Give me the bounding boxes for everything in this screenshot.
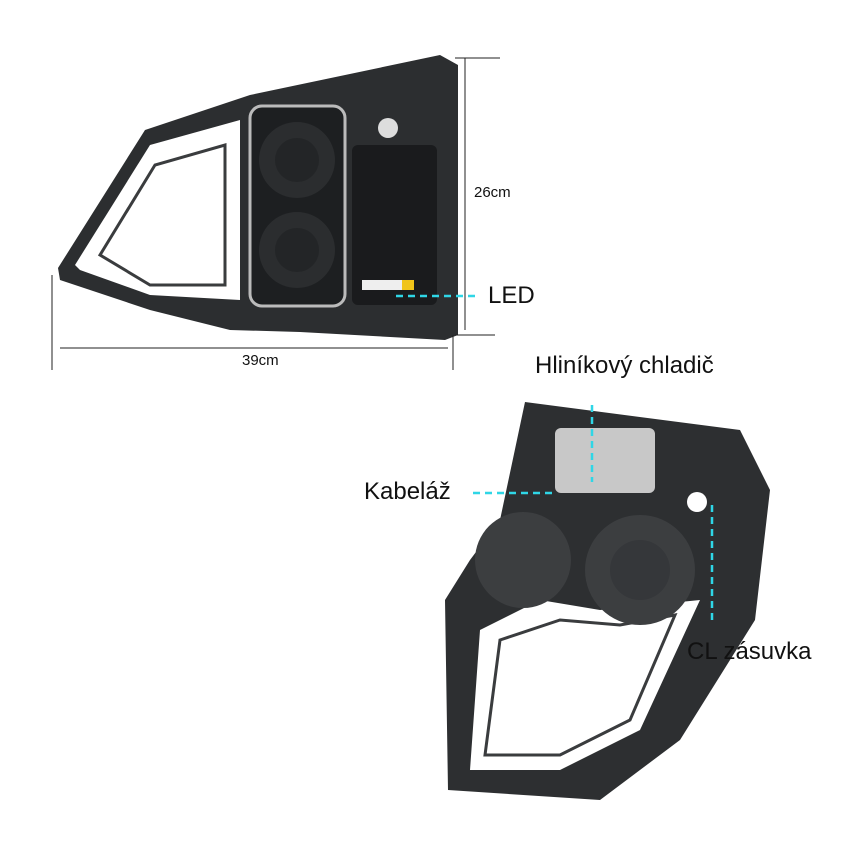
- cl-socket-label: CL zásuvka: [687, 638, 812, 665]
- heatsink-label: Hliníkový chladič: [535, 352, 714, 379]
- callout-lines: [396, 294, 714, 625]
- console-top-view: [58, 55, 458, 340]
- led-label: LED: [488, 282, 535, 309]
- height-dimension-label: 26cm: [474, 184, 511, 201]
- width-dimension-label: 39cm: [242, 352, 279, 369]
- wiring-label: Kabeláž: [364, 478, 451, 505]
- console-bottom-view: [445, 402, 770, 800]
- dimension-lines: [51, 57, 500, 370]
